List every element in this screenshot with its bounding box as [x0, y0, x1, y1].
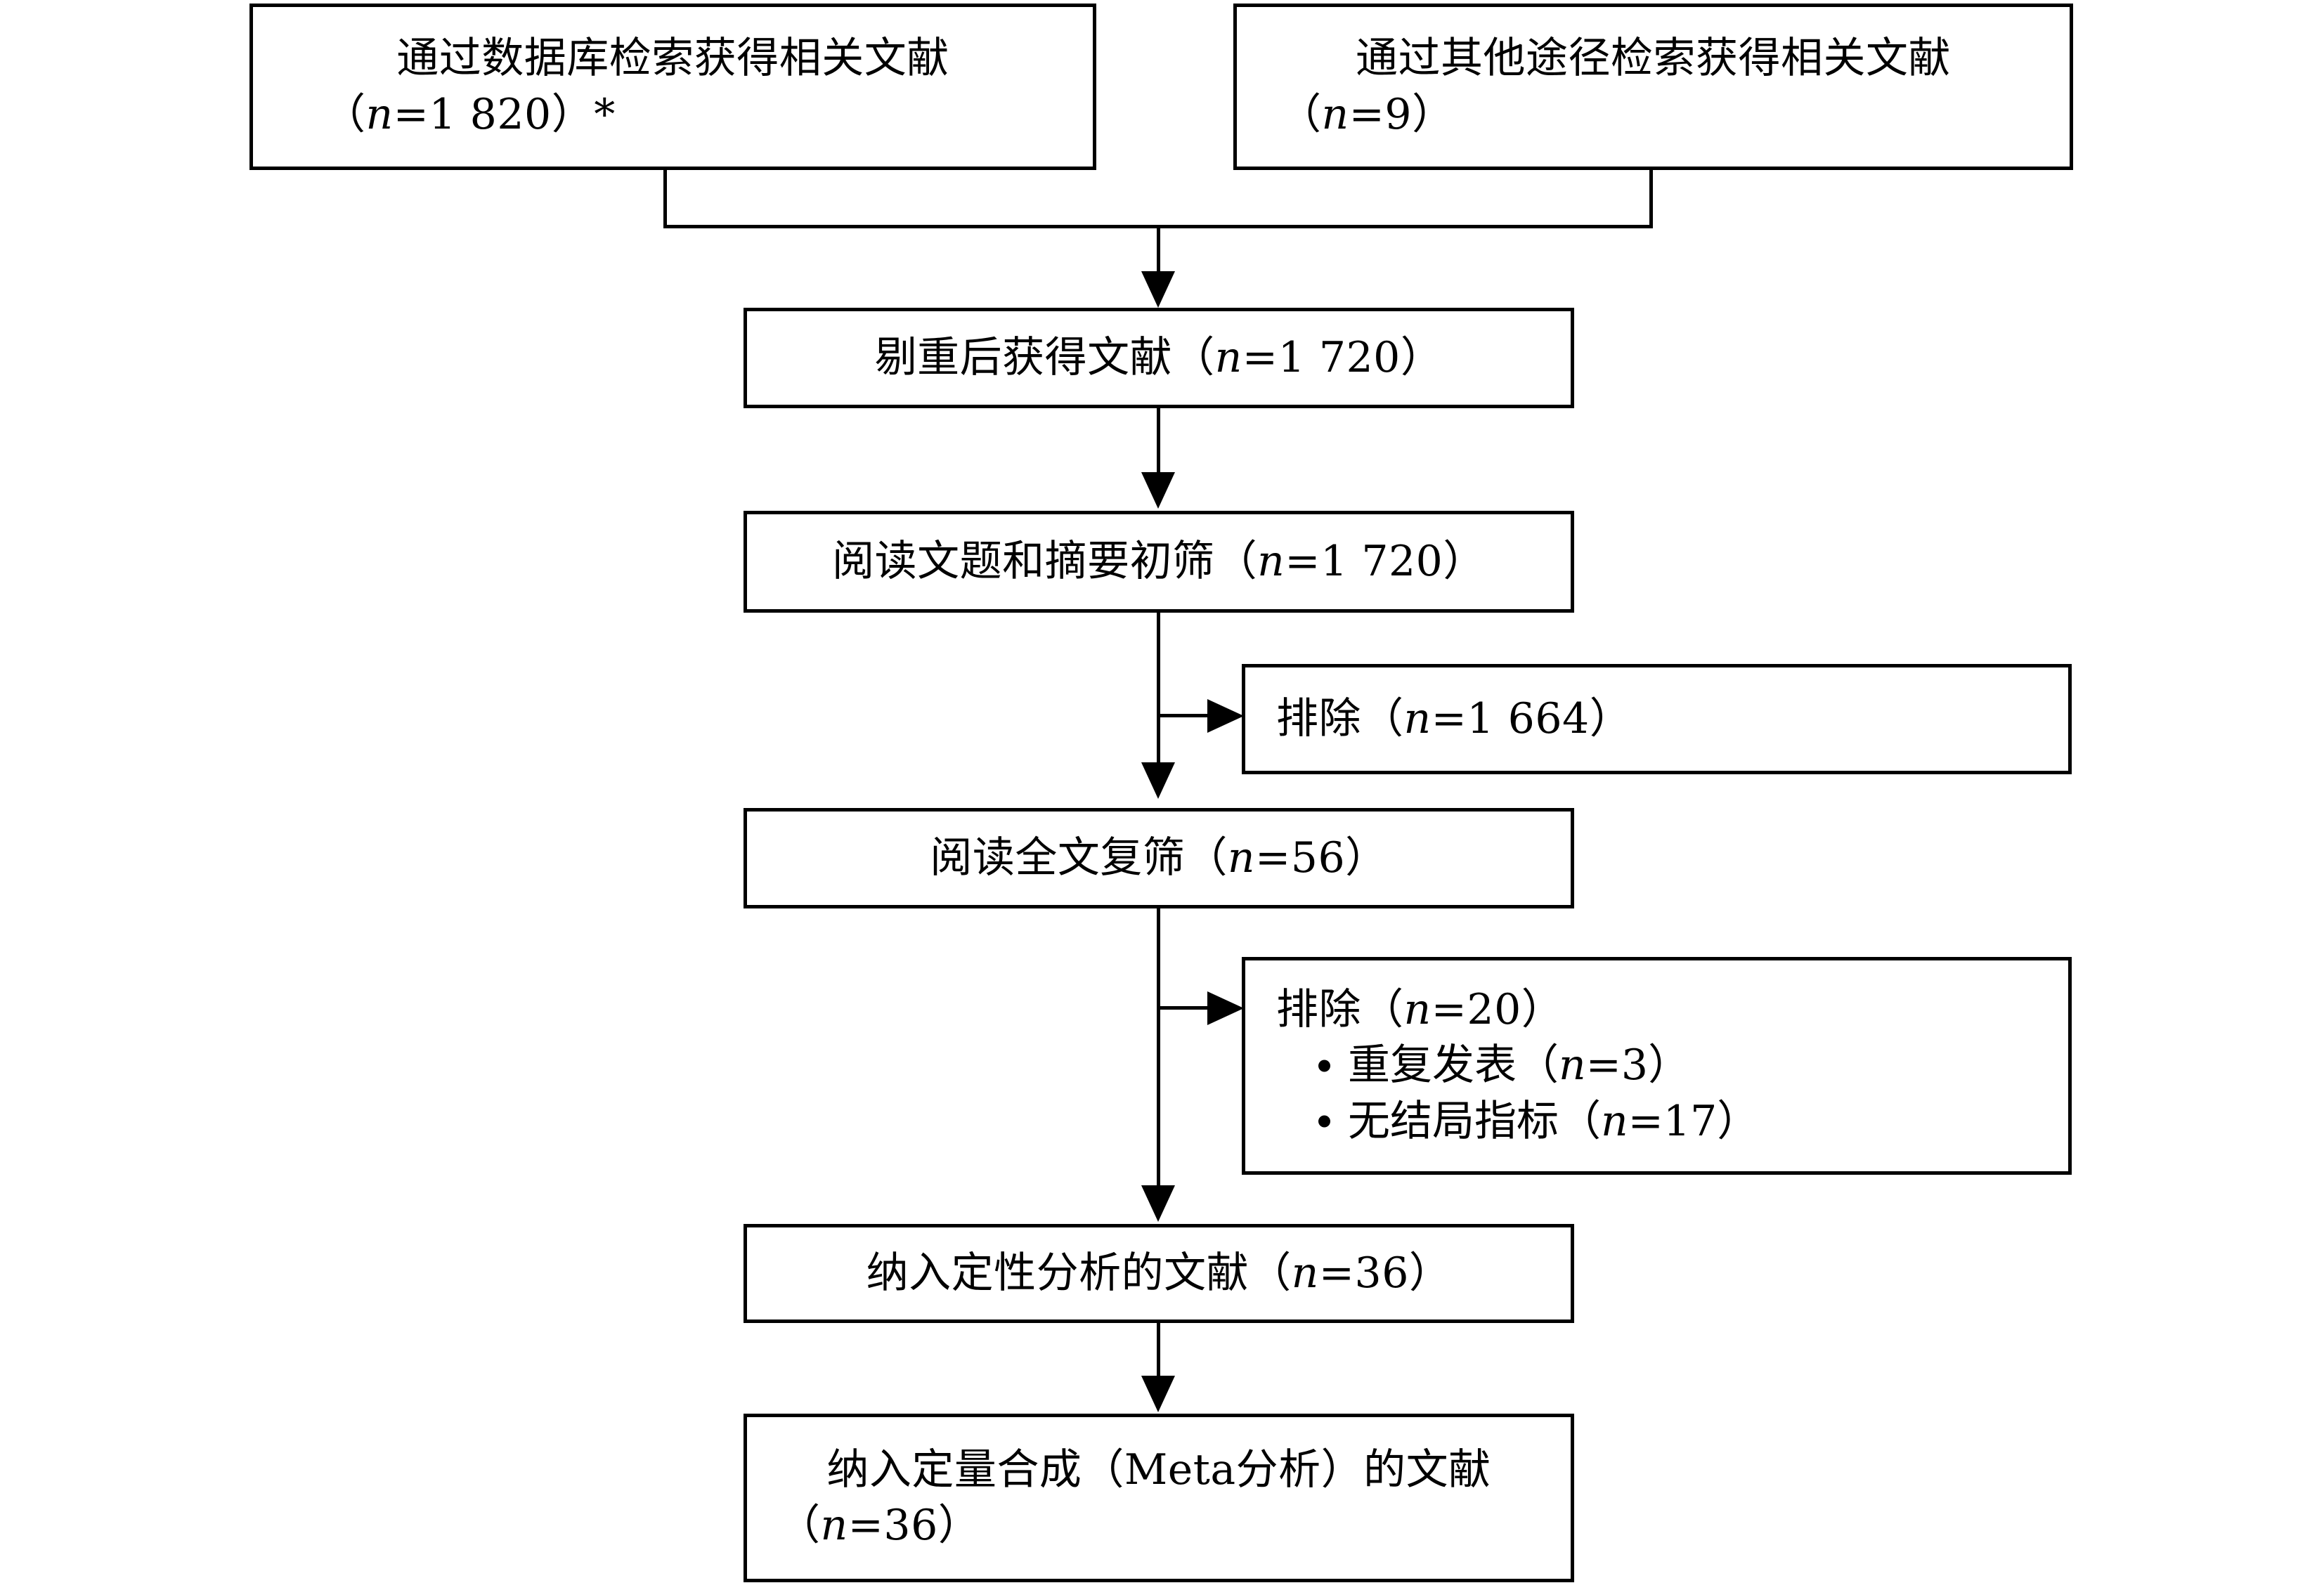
title-abstract-suffix: =1 720）: [1285, 536, 1486, 586]
database-search-box: 通过数据库检索获得相关文献 （n=1 820）*: [249, 4, 1096, 170]
excluded-first-box: 排除（n=1 664）: [1242, 664, 2072, 774]
excluded-reason-1-suffix: =17）: [1628, 1096, 1760, 1146]
quantitative-line1: 纳入定量合成（Meta分析）的文献: [826, 1445, 1491, 1494]
quantitative-count-suffix: =36）: [848, 1501, 981, 1550]
connector-fulltext-to-qualitative: [1157, 908, 1160, 1187]
other-sources-count-suffix: =9）: [1349, 89, 1455, 139]
title-abstract-n-symbol: n: [1257, 536, 1285, 586]
excluded-second-prefix: 排除（: [1276, 985, 1404, 1035]
deduplicated-text: 剔重后获得文献（n=1 720）: [875, 330, 1443, 386]
title-abstract-prefix: 阅读文题和摘要初筛（: [832, 536, 1258, 586]
database-search-line1: 通过数据库检索获得相关文献: [396, 34, 949, 84]
database-search-n-symbol: n: [365, 89, 394, 139]
other-sources-count: （n=9）: [1237, 87, 1455, 143]
qualitative-text: 纳入定性分析的文献（n=36）: [866, 1246, 1452, 1301]
deduplicated-n-symbol: n: [1214, 332, 1242, 382]
connector-database-drop: [663, 169, 667, 228]
connector-fulltext-to-excluded-second: [1157, 1006, 1213, 1010]
quantitative-synthesis-box: 纳入定量合成（Meta分析）的文献 （n=36）: [744, 1414, 1574, 1582]
excluded-second-reason-list: 重复发表（n=3） 无结局指标（n=17）: [1245, 1038, 1759, 1149]
connector-merge-to-dedup: [1157, 226, 1160, 275]
title-abstract-screening-box: 阅读文题和摘要初筛（n=1 720）: [744, 511, 1574, 613]
arrow-screen-to-excluded-first-icon: [1207, 699, 1244, 733]
fulltext-screening-box: 阅读全文复筛（n=56）: [744, 808, 1574, 908]
excluded-first-text: 排除（n=1 664）: [1245, 691, 1632, 747]
excluded-reason-no-outcome-index: 无结局指标（n=17）: [1245, 1094, 1759, 1149]
fulltext-text: 阅读全文复筛（n=56）: [930, 830, 1387, 886]
arrow-qualitative-to-quantitative-icon: [1141, 1376, 1175, 1412]
deduplicated-suffix: =1 720）: [1242, 332, 1443, 382]
excluded-reason-0-prefix: 重复发表（: [1348, 1041, 1559, 1090]
arrow-screen-to-fulltext-icon: [1141, 762, 1175, 799]
qualitative-prefix: 纳入定性分析的文献（: [866, 1248, 1292, 1298]
other-sources-box: 通过其他途径检索获得相关文献 （n=9）: [1233, 4, 2073, 170]
arrow-fulltext-to-excluded-second-icon: [1207, 991, 1244, 1025]
fulltext-suffix: =56）: [1255, 833, 1388, 882]
connector-screen-to-excluded-first: [1157, 714, 1213, 717]
fulltext-prefix: 阅读全文复筛（: [930, 833, 1228, 882]
arrow-merge-to-dedup-icon: [1141, 271, 1175, 308]
other-sources-n-symbol: n: [1321, 89, 1349, 139]
excluded-second-box: 排除（n=20） 重复发表（n=3） 无结局指标（n=17）: [1242, 957, 2072, 1175]
qualitative-suffix: =36）: [1318, 1248, 1452, 1298]
database-search-count: （n=1 820）*: [253, 87, 616, 143]
excluded-reason-1-n-symbol: n: [1601, 1096, 1628, 1146]
title-abstract-text: 阅读文题和摘要初筛（n=1 720）: [832, 534, 1486, 589]
arrow-fulltext-to-qualitative-icon: [1141, 1185, 1175, 1222]
database-search-count-suffix: =1 820）*: [393, 89, 616, 139]
other-sources-line1: 通过其他途径检索获得相关文献: [1356, 34, 1951, 84]
connector-screen-to-fulltext: [1157, 613, 1160, 764]
connector-other-drop: [1649, 169, 1653, 228]
deduplicated-prefix: 剔重后获得文献（: [874, 332, 1215, 382]
other-sources-count-prefix: （: [1279, 89, 1322, 139]
connector-dedup-to-screen: [1157, 408, 1160, 474]
quantitative-count: （n=36）: [747, 1498, 980, 1553]
excluded-second-n-symbol: n: [1403, 985, 1432, 1035]
excluded-second-text: 排除（n=20）: [1245, 982, 1564, 1038]
deduplicated-box: 剔重后获得文献（n=1 720）: [744, 308, 1574, 408]
qualitative-synthesis-box: 纳入定性分析的文献（n=36）: [744, 1224, 1574, 1323]
excluded-reason-0-n-symbol: n: [1559, 1041, 1586, 1090]
qualitative-n-symbol: n: [1291, 1248, 1319, 1298]
database-search-count-prefix: （: [323, 89, 366, 139]
excluded-first-suffix: =1 664）: [1431, 693, 1632, 743]
excluded-first-n-symbol: n: [1403, 693, 1432, 743]
fulltext-n-symbol: n: [1227, 833, 1256, 882]
excluded-reason-duplicate-publication: 重复发表（n=3）: [1245, 1038, 1759, 1093]
excluded-second-suffix: =20）: [1431, 985, 1564, 1035]
excluded-first-prefix: 排除（: [1276, 693, 1404, 743]
quantitative-count-prefix: （: [778, 1501, 821, 1550]
connector-qualitative-to-quantitative: [1157, 1323, 1160, 1385]
quantitative-n-symbol: n: [820, 1501, 848, 1550]
excluded-reason-0-suffix: =3）: [1585, 1041, 1691, 1090]
arrow-dedup-to-screen-icon: [1141, 472, 1175, 509]
excluded-reason-1-prefix: 无结局指标（: [1348, 1096, 1601, 1146]
